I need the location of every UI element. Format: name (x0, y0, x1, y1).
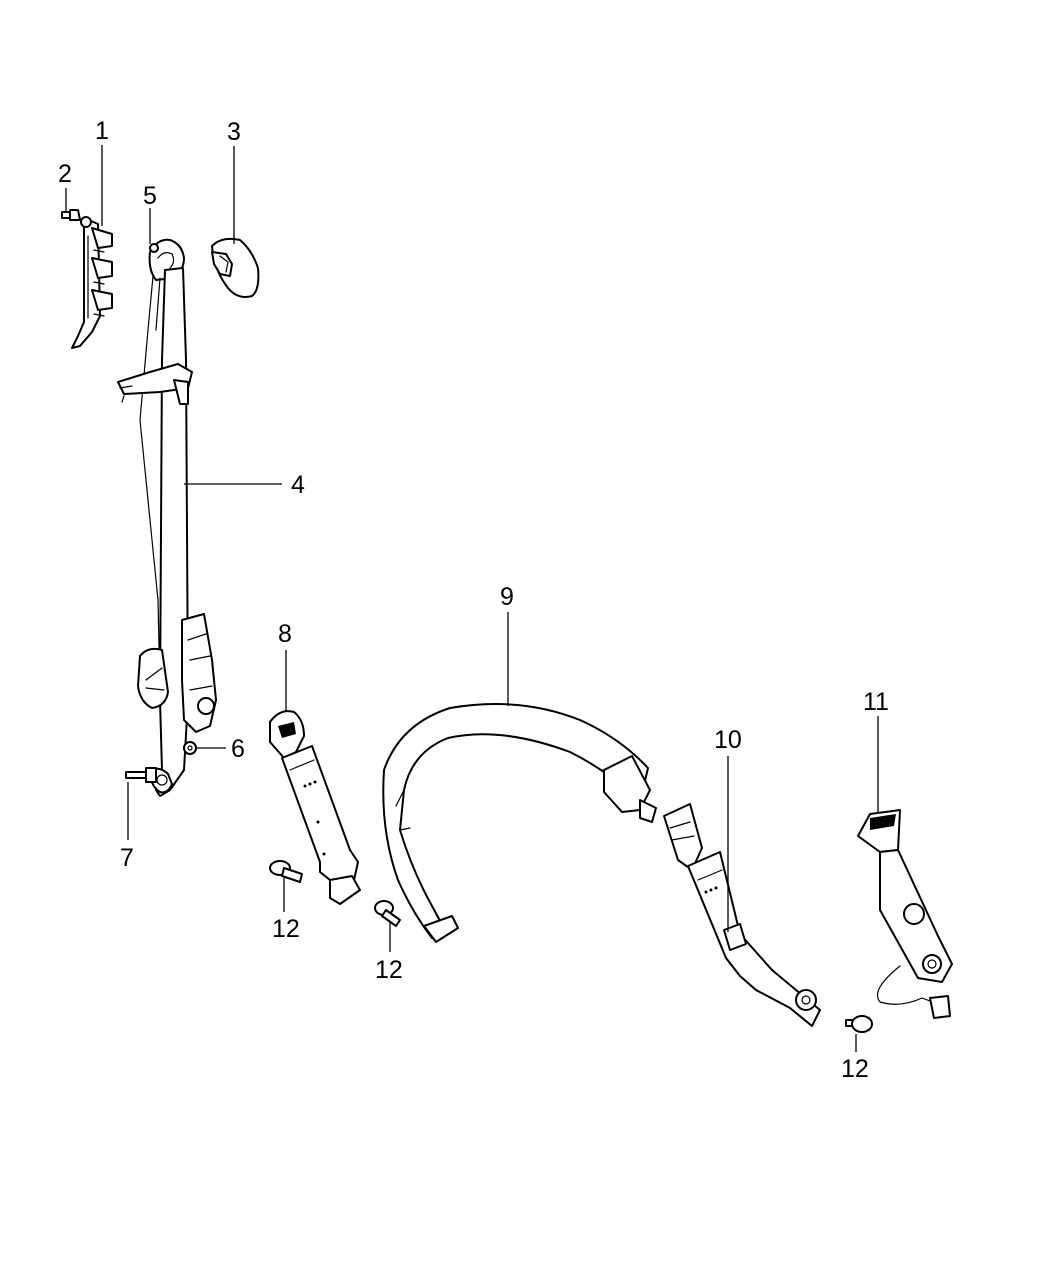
callout-1: 1 (95, 117, 109, 145)
part-4-shoulder-belt (117, 238, 217, 797)
callout-10: 10 (714, 726, 742, 754)
callout-9: 9 (500, 583, 514, 611)
callout-labels: 1 2 3 4 5 6 7 8 9 10 11 12 12 12 (58, 117, 889, 1083)
leader-lines (65, 145, 879, 1052)
part-9-lap-belt (382, 703, 657, 943)
part-1-height-adjuster (71, 216, 113, 349)
callout-12b: 12 (375, 956, 403, 984)
part-12-bolt-b (374, 900, 401, 927)
callout-3: 3 (227, 118, 241, 146)
callout-11: 11 (863, 688, 889, 716)
part-8-latch-plate (269, 710, 361, 905)
part-12-bolt-c (845, 1015, 873, 1033)
callout-7: 7 (120, 844, 134, 872)
part-7-bolt (125, 767, 157, 783)
part-10-center-buckle (663, 803, 821, 1027)
callout-12a: 12 (272, 915, 300, 943)
part-11-side-buckle (857, 809, 953, 1019)
callout-5: 5 (143, 182, 157, 210)
part-12-bolt-a (269, 860, 303, 883)
part-2-bolt (61, 209, 81, 221)
part-3-trim-cover (211, 237, 260, 298)
callout-12c: 12 (841, 1055, 869, 1083)
callout-4: 4 (291, 471, 305, 499)
callout-8: 8 (278, 620, 292, 648)
callout-2: 2 (58, 160, 72, 188)
callout-6: 6 (231, 735, 245, 763)
